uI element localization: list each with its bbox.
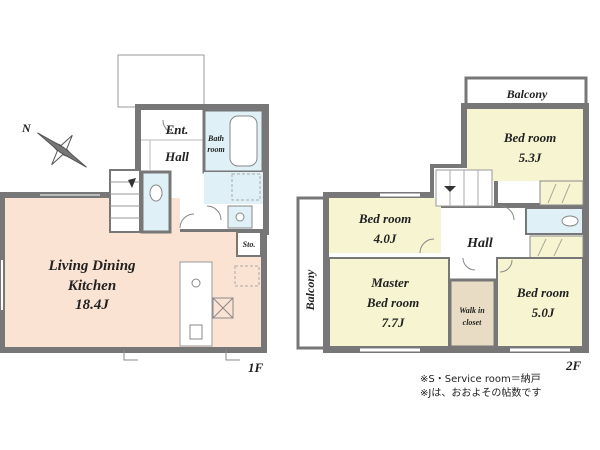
bathtub-icon (229, 115, 258, 167)
floor-2f-label: 2F (565, 358, 582, 373)
bedroom-5-0j-label: Bed room (516, 285, 569, 300)
bedroom-5-3j-label: Bed room (503, 130, 556, 145)
master-label-line2: Bed room (366, 295, 419, 310)
master-size: 7.7J (382, 315, 405, 330)
bath-label-line1: Bath (207, 134, 225, 143)
bedroom-5-0j (496, 257, 584, 348)
stairs-icon (109, 169, 141, 233)
hall-1f (141, 140, 203, 170)
living-label-line1: Living Dining (47, 258, 136, 274)
sink-icon (191, 278, 201, 288)
toilet-icon (561, 215, 579, 227)
toilet-room-1f (140, 170, 172, 234)
living-label-line2: Kitchen (67, 278, 116, 294)
hall-2f-label: Hall (466, 236, 493, 251)
master-label-line1: Master (370, 275, 410, 290)
compass-icon (37, 132, 87, 168)
kitchen-counter (179, 261, 213, 347)
walkin-label-line2: closet (463, 318, 482, 327)
balcony-top-label: Balcony (506, 87, 548, 101)
washroom (204, 172, 263, 204)
hall-1f-label: Hall (164, 149, 189, 164)
stove-icon (189, 324, 203, 340)
entrance (141, 110, 203, 140)
bath-label-line2: room (207, 145, 224, 154)
porch (117, 54, 205, 108)
bedroom-5-0j-size: 5.0J (532, 305, 555, 320)
second-floor (296, 76, 589, 353)
hall-2f (441, 208, 526, 258)
compass-label: N (21, 121, 32, 135)
note-jo-count: ※Jは、おおよその帖数です (420, 388, 542, 399)
door-swing (419, 238, 435, 254)
toilet-icon (149, 184, 163, 202)
stairs-icon (435, 169, 493, 207)
storage-room (236, 231, 262, 257)
storage-label: Sto. (243, 240, 256, 249)
entrance-label: Ent. (165, 122, 189, 137)
bedroom-5-3j (467, 109, 583, 181)
walkin-label-line1: Walk in (459, 306, 485, 315)
door-swing (179, 213, 195, 229)
floor-1f-label: 1F (248, 360, 264, 375)
walk-in-closet (448, 278, 497, 349)
living-size: 18.4J (75, 297, 109, 313)
bedroom-4-0j (329, 198, 441, 253)
bedroom-4-0j-size: 4.0J (373, 231, 397, 246)
first-floor (0, 54, 269, 361)
balcony-left-label: Balcony (303, 269, 317, 311)
closet-top (539, 180, 584, 206)
bedroom-4-0j-label: Bed room (358, 211, 411, 226)
note-service-room: ※S・Service room＝納戸 (420, 374, 541, 385)
fridge-icon (212, 297, 234, 319)
bedroom-5-3j-size: 5.3J (519, 150, 542, 165)
balcony-left (296, 196, 328, 350)
closet-right (529, 235, 584, 259)
